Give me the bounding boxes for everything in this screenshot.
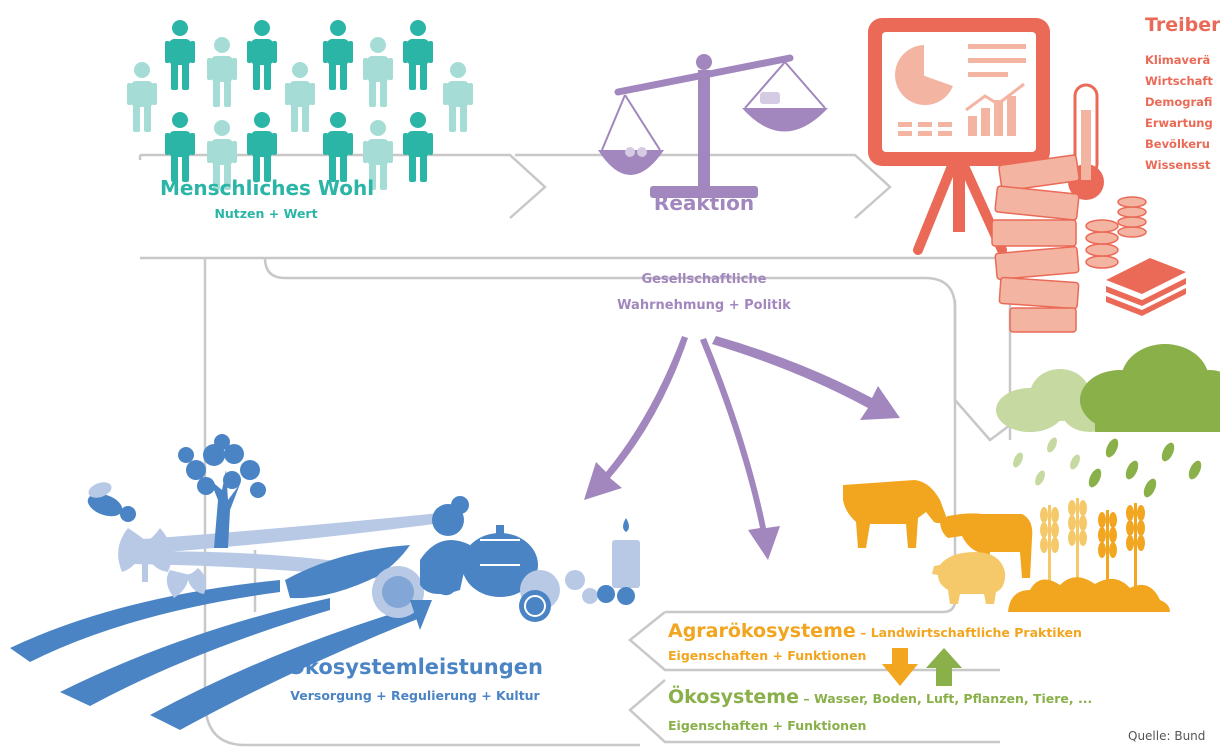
agraroekosysteme-title-suffix: – Landwirtschaftliche Praktiken xyxy=(855,625,1082,640)
person-icon xyxy=(127,62,157,132)
person-icon xyxy=(403,20,433,90)
treiber-item: Wirtschaft xyxy=(1145,74,1213,88)
treiber-item: Demografi xyxy=(1145,95,1213,109)
menschliches-wohl-subtitle: Nutzen + Wert xyxy=(214,206,318,221)
source-caption: Quelle: Bund xyxy=(1128,729,1206,743)
arrow-up-icon xyxy=(926,648,962,686)
person-icon xyxy=(165,20,195,90)
wheat-icon xyxy=(1008,498,1170,612)
person-icon xyxy=(443,62,473,132)
scale-icon xyxy=(598,54,828,198)
oekosystemleistungen-title: Ökosystemleistungen xyxy=(287,655,543,679)
person-icon xyxy=(247,20,277,90)
treiber-title: Treiber xyxy=(1145,14,1220,36)
cloud-icon xyxy=(996,344,1220,432)
cow-icon xyxy=(843,480,1033,578)
response-arrows xyxy=(584,336,900,560)
person-icon xyxy=(403,112,433,182)
treiber-item: Wissensst xyxy=(1145,158,1211,172)
oekosysteme-heading: Ökosysteme – Wasser, Boden, Luft, Pflanz… xyxy=(668,686,1092,708)
coins-icon xyxy=(1085,196,1147,269)
person-icon xyxy=(285,62,315,132)
treiber-item: Bevölkeru xyxy=(1145,137,1210,151)
rain-icon xyxy=(1013,437,1202,498)
treiber-list: Klimaverä Wirtschaft Demografi Erwartung… xyxy=(1145,50,1213,176)
arrow-down-right-icon xyxy=(712,336,900,420)
menschliches-wohl-title: Menschliches Wohl xyxy=(159,176,375,200)
oekosysteme-subtitle: Eigenschaften + Funktionen xyxy=(668,718,867,733)
vegetables-icon xyxy=(285,496,640,630)
oekosysteme-title-suffix: – Wasser, Boden, Luft, Pflanzen, Tiere, … xyxy=(799,691,1093,706)
person-icon xyxy=(247,112,277,182)
person-icon xyxy=(165,112,195,182)
money-stack-icon xyxy=(1106,258,1186,316)
books-icon xyxy=(991,154,1080,333)
person-icon xyxy=(323,20,353,90)
agraroekosysteme-title: Agrarökosysteme xyxy=(668,620,856,642)
presentation-board-icon xyxy=(868,18,1050,255)
people-group xyxy=(127,20,473,190)
treiber-item: Erwartung xyxy=(1145,116,1213,130)
plant-icon xyxy=(118,528,206,598)
reaktion-subtitle-line1: Gesellschaftliche xyxy=(641,272,767,287)
reaktion-title: Reaktion xyxy=(653,191,755,215)
arrow-down-icon xyxy=(700,338,780,560)
agraroekosysteme-heading: Agrarökosysteme – Landwirtschaftliche Pr… xyxy=(668,620,1082,642)
arrow-down-icon xyxy=(882,648,918,686)
agraroekosysteme-subtitle: Eigenschaften + Funktionen xyxy=(668,648,867,663)
oekosysteme-title: Ökosysteme xyxy=(668,686,799,708)
person-icon xyxy=(207,37,237,107)
person-icon xyxy=(323,112,353,182)
oekosystemleistungen-subtitle: Versorgung + Regulierung + Kultur xyxy=(290,688,540,703)
treiber-item: Klimaverä xyxy=(1145,53,1211,67)
reaktion-subtitle-line2: Wahrnehmung + Politik xyxy=(617,298,791,313)
pig-icon xyxy=(932,552,1006,604)
tree-icon xyxy=(178,434,266,548)
arrow-down-left-icon xyxy=(584,336,688,500)
thermometer-icon xyxy=(1068,83,1104,200)
person-icon xyxy=(363,37,393,107)
bee-icon xyxy=(87,482,136,522)
